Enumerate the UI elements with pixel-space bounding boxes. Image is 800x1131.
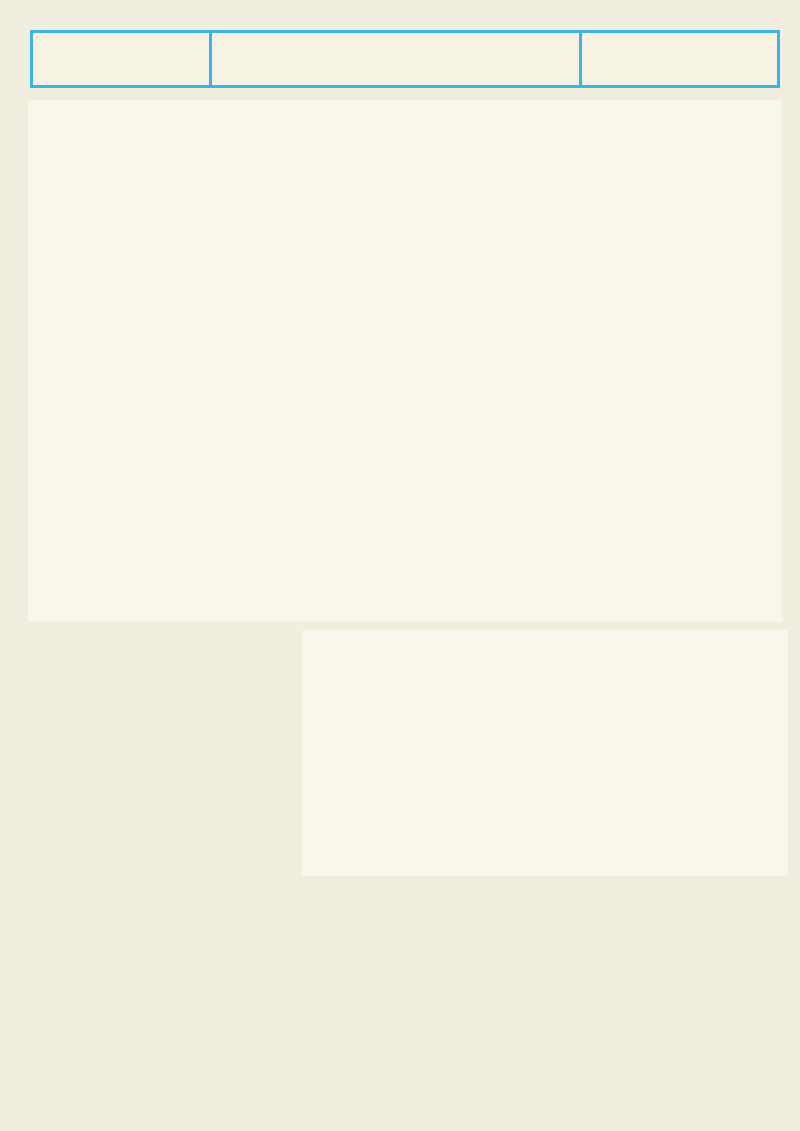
text-column-right bbox=[402, 884, 784, 944]
page-header bbox=[30, 30, 780, 88]
wiring-diagram bbox=[302, 630, 788, 876]
track-plan bbox=[28, 100, 782, 622]
wiring-diagram-drawing bbox=[302, 630, 788, 876]
header-size bbox=[579, 33, 777, 85]
track-plan-drawing bbox=[28, 100, 782, 622]
header-title bbox=[209, 33, 579, 85]
header-anlage bbox=[33, 33, 209, 85]
